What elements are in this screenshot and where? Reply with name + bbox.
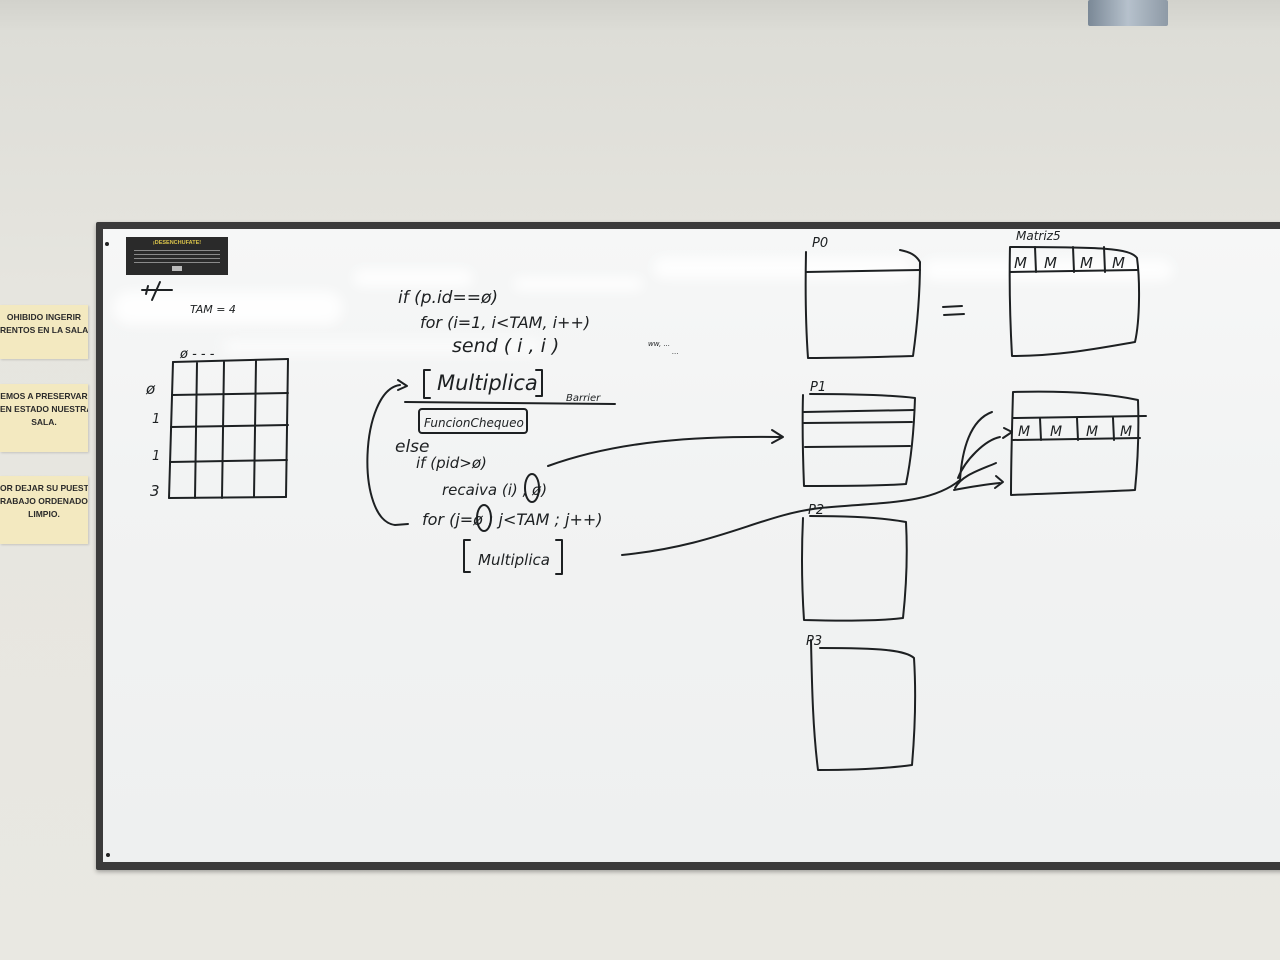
matrix-cell: M	[1014, 254, 1027, 272]
note-line: LIMPIO.	[28, 509, 60, 519]
funcion-box	[418, 408, 528, 434]
code-line: send ( i , i )	[452, 335, 559, 357]
barrier-label: Barrier	[566, 393, 601, 404]
p1-row	[803, 421, 913, 424]
sticker-title: ¡DESENCHUFATE!	[152, 240, 202, 246]
row-label: ø	[145, 380, 156, 398]
matrix-top-right	[1008, 246, 1141, 357]
p0-row	[805, 269, 921, 273]
note-line: RENTOS EN LA SALA.	[0, 325, 88, 335]
bracket	[555, 539, 563, 575]
note-leave-tidy: OR DEJAR SU PUESTO RABAJO ORDENADO Y LIM…	[0, 476, 88, 544]
p1-box	[801, 393, 916, 487]
ceiling-light-fixture	[1088, 0, 1168, 26]
glare	[353, 269, 473, 287]
unplug-sticker: ¡DESENCHUFATE!	[126, 237, 228, 275]
code-line: else	[395, 437, 430, 457]
board-screw	[106, 853, 110, 857]
glare	[923, 259, 1173, 281]
funcion-chequeo: FuncionChequeo	[424, 416, 524, 430]
tam-label: TAM = 4	[190, 303, 236, 316]
sticker-text-lines	[134, 250, 220, 264]
note-line: RABAJO ORDENADO Y	[0, 496, 88, 506]
p0-label: P0	[812, 236, 828, 251]
code-multiplica: Multiplica	[437, 371, 538, 395]
ceiling	[0, 0, 1280, 30]
note-line: OR DEJAR SU PUESTO	[0, 483, 88, 493]
whiteboard-surface	[103, 229, 1280, 862]
board-screw	[105, 242, 109, 246]
note-line: SALA.	[31, 417, 57, 427]
arrow-into-matrix	[954, 462, 997, 489]
arrow-into-matrix	[957, 436, 1001, 479]
bracket	[423, 369, 431, 399]
note-line: EN ESTADO NUESTRA	[0, 404, 88, 414]
p3-box	[810, 639, 917, 771]
p0-box	[804, 249, 921, 359]
code-line: if (pid>ø)	[416, 454, 487, 472]
circle-mark	[476, 504, 492, 532]
note-preserve-room: EMOS A PRESERVAR EN ESTADO NUESTRA SALA.	[0, 384, 88, 452]
glare	[113, 291, 343, 325]
glare	[223, 339, 543, 355]
p2-box	[800, 515, 908, 622]
whiteboard	[96, 222, 1280, 870]
matrix-cell: M	[1080, 254, 1093, 272]
row-label: 1	[152, 449, 160, 464]
col-header: ø - - -	[179, 347, 215, 362]
arrowhead	[397, 379, 408, 391]
equals-sign	[942, 305, 965, 316]
glare	[653, 257, 913, 279]
arrow-to-p1	[547, 435, 781, 467]
matrix-middle-right	[1010, 390, 1147, 496]
arrow-into-matrix	[959, 411, 993, 481]
note-no-eating: OHIBIDO INGERIR RENTOS EN LA SALA.	[0, 305, 88, 359]
curve-to-matrix	[621, 479, 961, 556]
sticker-logo	[172, 266, 182, 271]
p1-label: P1	[810, 380, 826, 395]
arrowhead	[994, 475, 1004, 489]
matrix-grid-left	[168, 358, 289, 499]
airplane-icon	[141, 281, 173, 301]
p2-label: P2	[808, 503, 824, 518]
matrix-cell: M	[1120, 424, 1132, 440]
arrowhead	[771, 429, 784, 444]
arrowhead	[1002, 427, 1013, 439]
code-line: for (i=1, i<TAM, i++)	[420, 313, 590, 332]
matrix-cell: M	[1086, 424, 1098, 440]
code-line: for (j=ø ; j<TAM ; j++)	[422, 510, 603, 529]
circle-mark	[524, 473, 540, 503]
matrix-cell: M	[1050, 424, 1062, 440]
barrier-line	[404, 401, 616, 405]
note-line: OHIBIDO INGERIR	[6, 312, 82, 322]
aside-note: ww, ...	[648, 340, 670, 348]
row-label: 3	[150, 482, 160, 500]
loop-arrow	[366, 384, 409, 526]
p1-row	[803, 409, 915, 413]
row-label: 1	[152, 412, 160, 427]
glare	[513, 277, 643, 291]
bracket	[463, 539, 471, 573]
aside-note: ...	[672, 348, 679, 356]
code-multiplica: Multiplica	[478, 551, 550, 569]
arrow-into-matrix	[953, 482, 1001, 491]
code-line: if (p.id==ø)	[398, 288, 498, 308]
matrix-cell: M	[1018, 424, 1030, 440]
matrix-cell: M	[1112, 254, 1125, 272]
p3-label: P3	[806, 634, 822, 649]
note-line: EMOS A PRESERVAR	[0, 391, 88, 401]
matrix-cell: M	[1044, 254, 1057, 272]
matrix-title: Matriz5	[1016, 229, 1061, 243]
p1-row	[804, 445, 911, 448]
bracket	[535, 369, 543, 397]
code-line: recaiva (i) , ø)	[442, 481, 547, 499]
